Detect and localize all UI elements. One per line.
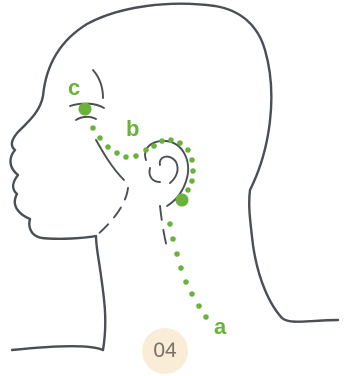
guide-dot [159,138,165,144]
guide-dot [178,265,184,271]
guide-dot [105,144,111,150]
guide-dot [203,314,209,320]
guide-dot [170,236,176,242]
guide-dot [151,143,157,149]
dot-marker-neck [176,194,189,207]
guide-dot [168,137,174,143]
guide-dot [97,135,103,141]
step-badge: 04 [142,328,188,374]
guide-dot [133,153,139,159]
guide-dot [189,157,195,163]
guide-dot [183,279,189,285]
guide-dot [185,147,191,153]
guide-dot [143,147,149,153]
temple-line [93,70,103,98]
guide-dot [185,187,191,193]
guide-dot [90,125,96,131]
label-a: a [214,314,227,339]
jaw-line [96,188,128,236]
guide-dot [189,178,195,184]
ear-inner [160,157,178,183]
neck-line [160,206,168,252]
guide-dot [167,221,173,227]
ear-lobe [149,168,160,182]
eye [76,117,96,120]
guide-dot [114,150,120,156]
guide-dot [190,168,196,174]
guide-dot [196,303,202,309]
label-b: b [126,116,139,141]
guide-dot [174,251,180,257]
dotted-massage-path [79,103,209,320]
guide-dot [177,140,183,146]
dot-marker-c [79,103,92,116]
step-number: 04 [153,339,176,363]
label-c: c [68,75,80,100]
guide-dot [189,291,195,297]
guide-dot [123,154,129,160]
